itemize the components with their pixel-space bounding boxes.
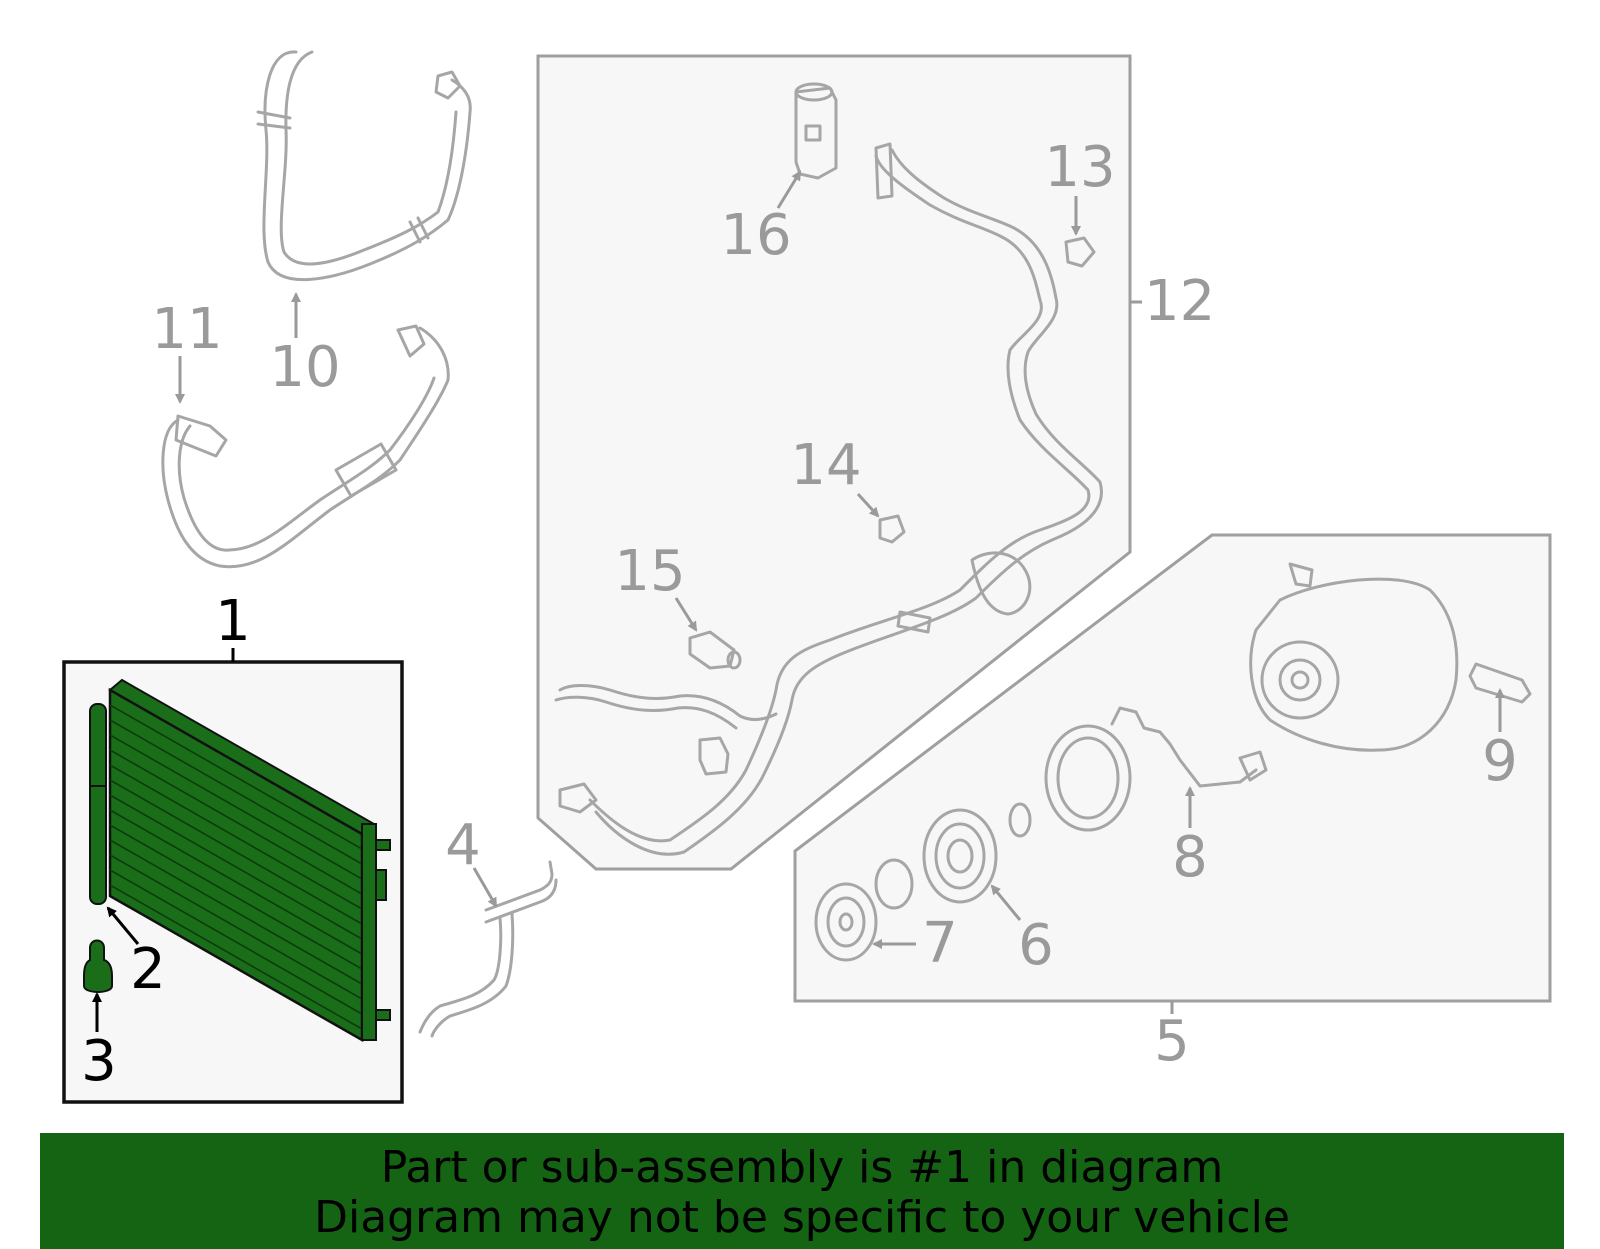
compressor-9-assembly <box>1249 562 1459 752</box>
callout-16: 16 <box>720 203 791 268</box>
leader-4 <box>472 867 498 908</box>
callout-4: 4 <box>445 813 481 878</box>
callout-1: 1 <box>215 589 251 654</box>
receiver-drier-2 <box>89 703 107 905</box>
group-box-12 <box>536 54 1132 871</box>
leader-6 <box>990 884 1022 921</box>
hose-11 <box>161 324 450 569</box>
pressure-relief-9 <box>1468 662 1532 704</box>
pulley-6 <box>922 808 998 904</box>
callout-14: 14 <box>790 433 861 498</box>
leader-15 <box>674 597 698 632</box>
leader-14 <box>856 492 880 518</box>
expansion-valve-16 <box>794 82 838 180</box>
banner-line-1: Part or sub-assembly is #1 in diagram <box>380 1142 1224 1193</box>
callout-6: 6 <box>1018 913 1054 978</box>
leader-2 <box>106 906 140 945</box>
snap-ring <box>874 858 914 910</box>
banner-line-2: Diagram may not be specific to your vehi… <box>314 1192 1290 1243</box>
pressure-switch-15 <box>688 630 742 670</box>
pipe-4 <box>418 860 558 1038</box>
cap-14 <box>878 514 906 544</box>
clutch-hub-7 <box>814 882 878 962</box>
callout-12: 12 <box>1144 269 1215 334</box>
callout-15: 15 <box>614 539 685 604</box>
line-assembly-12 <box>554 142 1103 856</box>
callout-3: 3 <box>81 1029 117 1094</box>
cap-13 <box>1064 236 1096 268</box>
callout-9: 9 <box>1482 729 1518 794</box>
callout-2: 2 <box>130 937 166 1002</box>
callout-8: 8 <box>1172 825 1208 890</box>
snap-ring-small <box>1008 802 1032 838</box>
callout-11: 11 <box>151 297 222 362</box>
callout-13: 13 <box>1044 135 1115 200</box>
hose-10 <box>256 50 472 282</box>
callout-5: 5 <box>1154 1009 1190 1074</box>
callout-10: 10 <box>269 335 340 400</box>
condenser-1 <box>108 678 391 1043</box>
valve-cap-small <box>698 736 730 776</box>
leader-16 <box>776 170 802 209</box>
callout-7: 7 <box>922 911 958 976</box>
info-banner: Part or sub-assembly is #1 in diagram Di… <box>40 1133 1564 1249</box>
clutch-coil-8 <box>1044 706 1268 832</box>
desiccant-plug-3 <box>83 939 113 993</box>
